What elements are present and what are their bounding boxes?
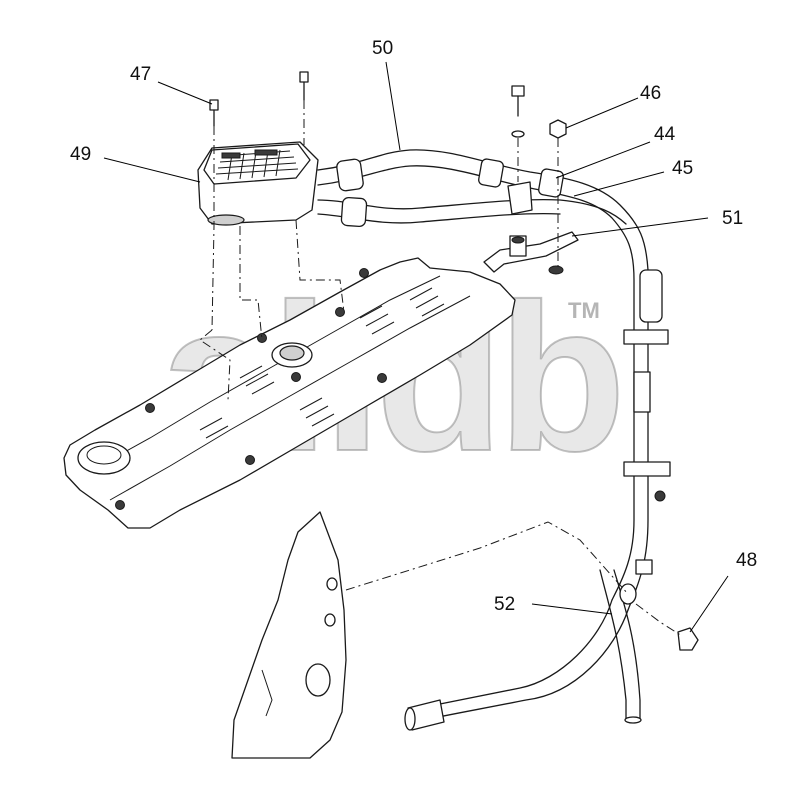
callout-50: 50 xyxy=(372,38,393,59)
callout-48: 48 xyxy=(736,550,757,571)
callout-52: 52 xyxy=(494,594,515,615)
oil-filler-cap xyxy=(77,441,131,475)
callout-51: 51 xyxy=(722,208,743,229)
callout-44: 44 xyxy=(654,124,676,145)
pipe-clamps xyxy=(623,329,671,575)
breather-hose xyxy=(317,149,671,731)
mounting-plate xyxy=(231,511,347,759)
cover-ribs xyxy=(199,287,445,439)
fasteners xyxy=(209,71,699,651)
callout-49: 49 xyxy=(70,144,91,165)
breather-housing xyxy=(197,141,319,226)
leader-lines xyxy=(103,61,729,633)
cover-bolts xyxy=(115,268,387,510)
callout-45: 45 xyxy=(672,158,693,179)
valve-cover xyxy=(63,257,516,529)
watermark-tm: TM xyxy=(568,298,600,323)
assembly-lines xyxy=(199,100,683,637)
callout-46: 46 xyxy=(640,83,661,104)
callout-labels: 47 49 50 46 44 45 51 48 52 xyxy=(70,38,757,615)
hose-sleeve xyxy=(639,269,663,323)
support-bracket xyxy=(483,181,579,275)
callout-47: 47 xyxy=(130,64,151,85)
